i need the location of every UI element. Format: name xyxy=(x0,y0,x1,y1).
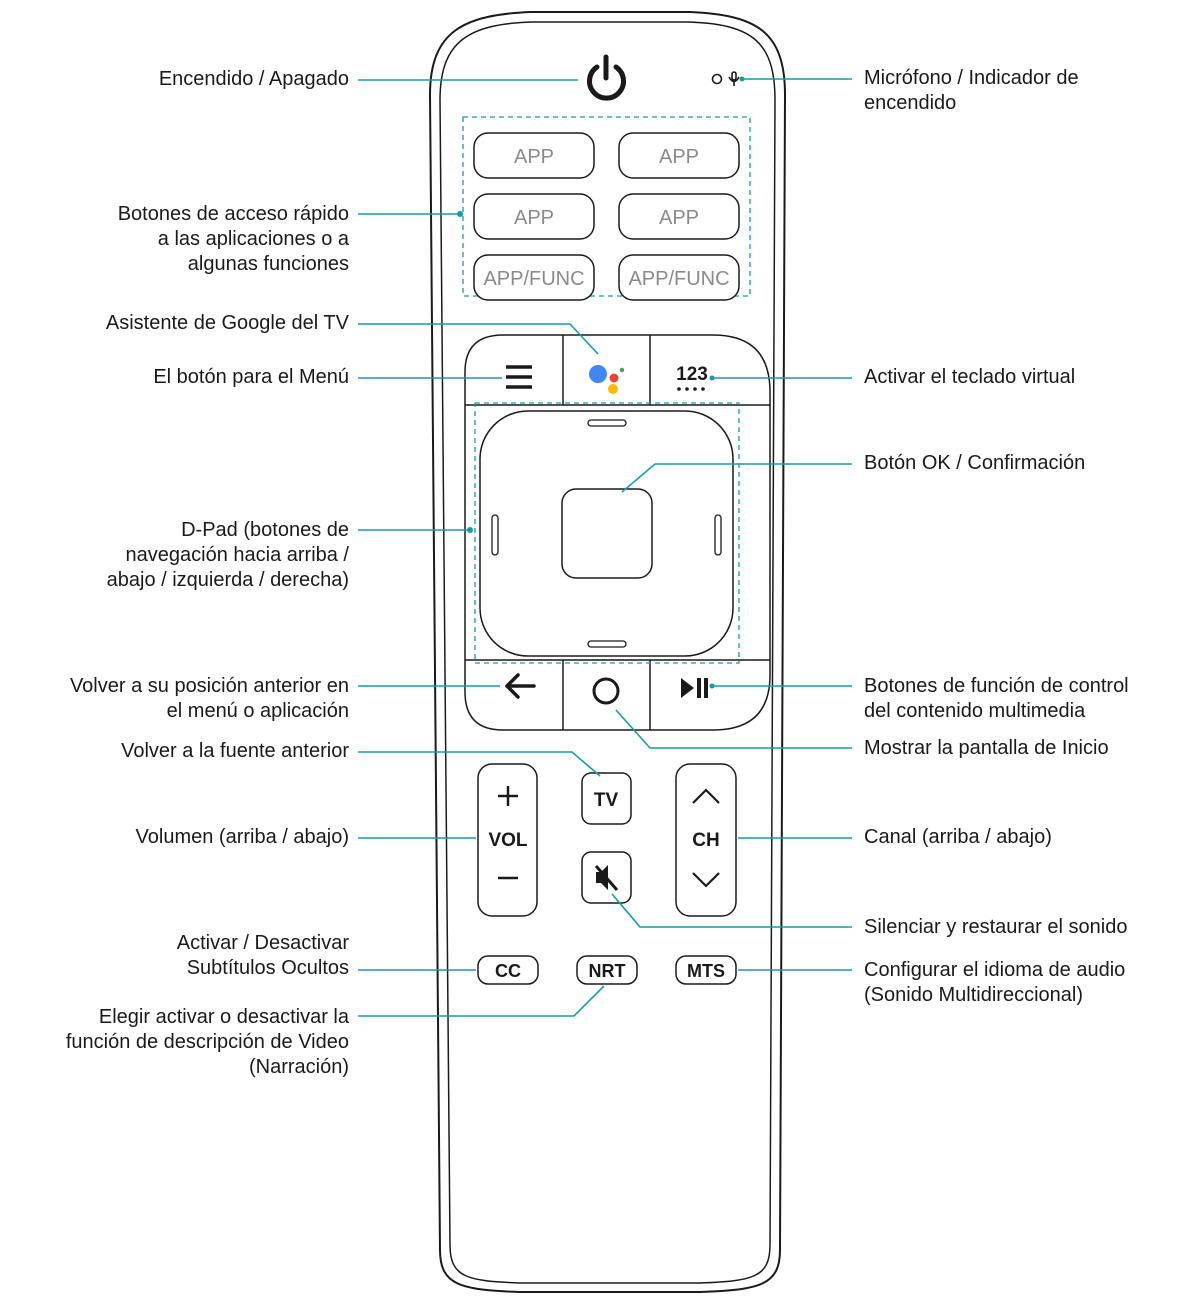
app-button-2-label: APP xyxy=(659,146,699,168)
label-power: Encendido / Apagado xyxy=(158,68,349,90)
dpad-left[interactable] xyxy=(491,514,499,556)
callout-google xyxy=(358,323,599,355)
label-mts-line-1: Configurar el idioma de audio xyxy=(864,959,1126,981)
ch-label: CH xyxy=(692,830,719,851)
label-narration-line-3: (Narración) xyxy=(248,1056,349,1078)
power-icon[interactable] xyxy=(587,54,626,101)
label-quick-access-line-2: a las aplicaciones o a xyxy=(157,228,349,250)
app-func-button-1-label: APP/FUNC xyxy=(483,268,584,290)
mute-icon xyxy=(594,865,619,891)
volume-rocker[interactable] xyxy=(477,763,538,917)
label-mic-line-2: encendido xyxy=(864,92,957,114)
label-dpad: D-Pad (botones de navegación hacia arrib… xyxy=(107,518,349,593)
app-button-1-label: APP xyxy=(514,146,554,168)
label-mts-line-2: (Sonido Multidireccional) xyxy=(864,984,1083,1006)
label-dpad-line-1: D-Pad (botones de xyxy=(181,519,349,541)
dpad-down[interactable] xyxy=(587,640,627,648)
label-ok: Botón OK / Confirmación xyxy=(864,452,1086,474)
label-narration-line-1: Elegir activar o desactivar la xyxy=(98,1006,349,1028)
label-dpad-line-3: abajo / izquierda / derecha) xyxy=(106,569,349,591)
label-cc-line-1: Activar / Desactivar xyxy=(176,932,349,954)
back-arrow-icon[interactable] xyxy=(505,673,536,699)
app-func-button-2-label: APP/FUNC xyxy=(628,268,729,290)
app-button-4-label: APP xyxy=(659,207,699,229)
dpad-frame xyxy=(474,402,740,664)
label-prev-source: Volver a la fuente anterior xyxy=(121,740,349,762)
app-button-3-label: APP xyxy=(514,207,554,229)
ok-button[interactable] xyxy=(561,488,653,579)
callout-home xyxy=(615,709,852,749)
label-quick-access-line-3: algunas funciones xyxy=(187,253,349,275)
app-button-4[interactable] xyxy=(618,193,740,240)
callout-prev-source xyxy=(358,751,601,777)
label-mic: Micrófono / Indicador de encendido xyxy=(864,66,1079,116)
dpad-up[interactable] xyxy=(587,419,627,427)
label-volume: Volumen (arriba / abajo) xyxy=(135,826,349,848)
label-google-assistant: Asistente de Google del TV xyxy=(105,312,349,334)
label-media-line-1: Botones de función de control xyxy=(864,675,1129,697)
label-quick-access: Botones de acceso rápido a las aplicacio… xyxy=(118,202,349,277)
label-narration: Elegir activar o desactivar la función d… xyxy=(66,1005,349,1080)
mts-label: MTS xyxy=(687,961,725,981)
dpad-right[interactable] xyxy=(714,514,722,556)
label-quick-access-line-1: Botones de acceso rápido xyxy=(117,203,349,225)
label-keyboard: Activar el teclado virtual xyxy=(864,366,1076,388)
numpad-label: 123 xyxy=(676,364,708,385)
label-mute: Silenciar y restaurar el sonido xyxy=(864,916,1128,938)
label-back-line-2: el menú o aplicación xyxy=(166,700,349,722)
label-home: Mostrar la pantalla de Inicio xyxy=(864,737,1109,759)
label-media: Botones de función de control del conten… xyxy=(864,674,1129,724)
label-cc: Activar / Desactivar Subtítulos Ocultos xyxy=(177,931,349,981)
label-narration-line-2: función de descripción de Video xyxy=(65,1031,349,1053)
label-menu: El botón para el Menú xyxy=(153,366,349,388)
app-button-1[interactable] xyxy=(473,132,595,179)
label-channel: Canal (arriba / abajo) xyxy=(864,826,1052,848)
numpad-button[interactable]: 123 xyxy=(676,364,708,391)
chevron-down-icon xyxy=(692,872,720,888)
label-back-line-1: Volver a su posición anterior en xyxy=(69,675,349,697)
channel-rocker[interactable] xyxy=(675,763,737,917)
chevron-up-icon xyxy=(692,788,720,804)
label-media-line-2: del contenido multimedia xyxy=(864,700,1086,722)
label-mts: Configurar el idioma de audio (Sonido Mu… xyxy=(864,958,1125,1008)
label-back: Volver a su posición anterior en el menú… xyxy=(70,674,349,724)
cc-label: CC xyxy=(495,961,521,981)
cc-button[interactable] xyxy=(477,955,539,985)
callout-ok xyxy=(621,463,852,493)
vol-label: VOL xyxy=(488,830,527,851)
callout-narration xyxy=(358,985,605,1017)
label-dpad-line-2: navegación hacia arriba / xyxy=(125,544,349,566)
remote-body-inner xyxy=(439,21,776,1284)
mts-button[interactable] xyxy=(675,955,737,985)
callout-mute xyxy=(611,893,852,928)
mic-icon xyxy=(711,71,740,86)
app-func-button-1[interactable] xyxy=(473,254,595,301)
label-cc-line-2: Subtítulos Ocultos xyxy=(186,957,349,979)
app-func-button-2[interactable] xyxy=(618,254,740,301)
label-mic-line-1: Micrófono / Indicador de xyxy=(864,67,1079,89)
app-button-2[interactable] xyxy=(618,132,740,179)
menu-icon[interactable] xyxy=(506,365,532,389)
google-assistant-icon[interactable] xyxy=(589,365,625,394)
app-button-3[interactable] xyxy=(473,193,595,240)
play-pause-icon[interactable] xyxy=(681,678,708,698)
tv-button[interactable] xyxy=(581,772,632,825)
tv-label: TV xyxy=(594,790,619,811)
nrt-button[interactable] xyxy=(576,955,638,985)
home-icon[interactable] xyxy=(592,677,620,705)
nrt-label: NRT xyxy=(589,961,626,981)
plus-icon xyxy=(498,786,518,806)
